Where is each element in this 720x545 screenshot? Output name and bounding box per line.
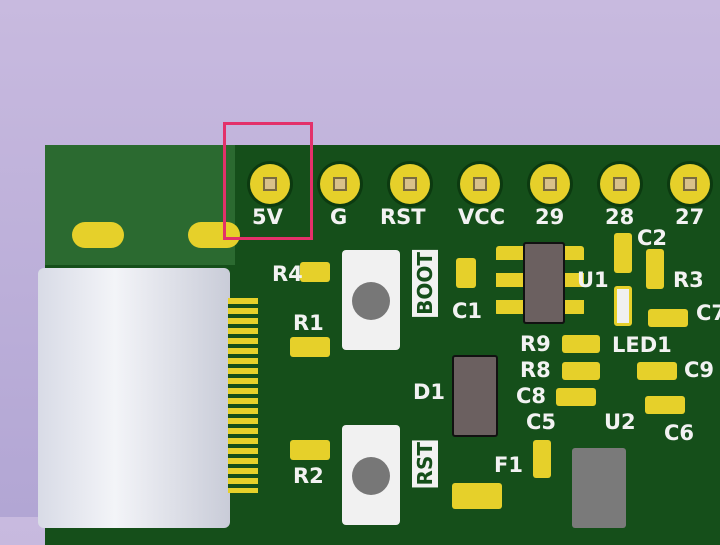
d1-diode	[452, 355, 498, 437]
label-d1: D1	[413, 380, 446, 404]
label-r2: R2	[293, 464, 324, 488]
c7-component	[648, 309, 688, 327]
pin-label-g: G	[330, 205, 348, 229]
r2-component	[290, 440, 330, 460]
pin-label-29: 29	[535, 205, 565, 229]
label-c1: C1	[452, 299, 483, 323]
led1-component	[614, 286, 632, 326]
pin-label-vcc: VCC	[458, 205, 506, 229]
r1-component	[290, 337, 330, 357]
usb-mount-pad	[188, 222, 240, 248]
pin-label-rst: RST	[380, 205, 426, 229]
pin-label-27: 27	[675, 205, 705, 229]
header-pad-28[interactable]	[600, 164, 640, 204]
label-r1: R1	[293, 311, 324, 335]
c8-component	[556, 388, 596, 406]
header-pad-27[interactable]	[670, 164, 710, 204]
label-c6: C6	[664, 421, 695, 445]
reset-button[interactable]	[342, 425, 400, 525]
u2-chip	[572, 448, 626, 528]
rst-label: RST	[412, 440, 438, 488]
pin-label-28: 28	[605, 205, 635, 229]
header-pad-5v[interactable]	[250, 164, 290, 204]
boot-button[interactable]	[342, 250, 400, 350]
boot-label: BOOT	[412, 250, 438, 317]
header-pad-vcc[interactable]	[460, 164, 500, 204]
label-c9: C9	[684, 358, 715, 382]
header-pad-g[interactable]	[320, 164, 360, 204]
label-led1: LED1	[612, 333, 672, 357]
usb-c-connector	[38, 268, 230, 528]
label-r8: R8	[520, 358, 551, 382]
r4-component	[300, 262, 330, 282]
c9-component	[637, 362, 677, 380]
header-pad-29[interactable]	[530, 164, 570, 204]
label-r4: R4	[272, 262, 303, 286]
label-f1: F1	[494, 453, 523, 477]
label-u1: U1	[577, 268, 609, 292]
label-c7: C7	[696, 301, 720, 325]
r9-component	[562, 335, 600, 353]
label-r9: R9	[520, 332, 551, 356]
usb-mount-pad	[72, 222, 124, 248]
header-pad-rst[interactable]	[390, 164, 430, 204]
label-u2: U2	[604, 410, 636, 434]
c2-component	[614, 233, 632, 273]
highlight-box	[223, 122, 313, 240]
label-c8: C8	[516, 384, 547, 408]
c5-component	[533, 440, 551, 478]
r3-component	[646, 249, 664, 289]
label-r3: R3	[673, 268, 704, 292]
c1-component	[456, 258, 476, 288]
c6-component	[645, 396, 685, 414]
usb-pins	[228, 298, 258, 493]
label-c2: C2	[637, 226, 668, 250]
pin-label-5v: 5V	[252, 205, 283, 229]
u1-body	[523, 242, 565, 324]
r8-component	[562, 362, 600, 380]
f1-component	[452, 483, 502, 509]
label-c5: C5	[526, 410, 557, 434]
